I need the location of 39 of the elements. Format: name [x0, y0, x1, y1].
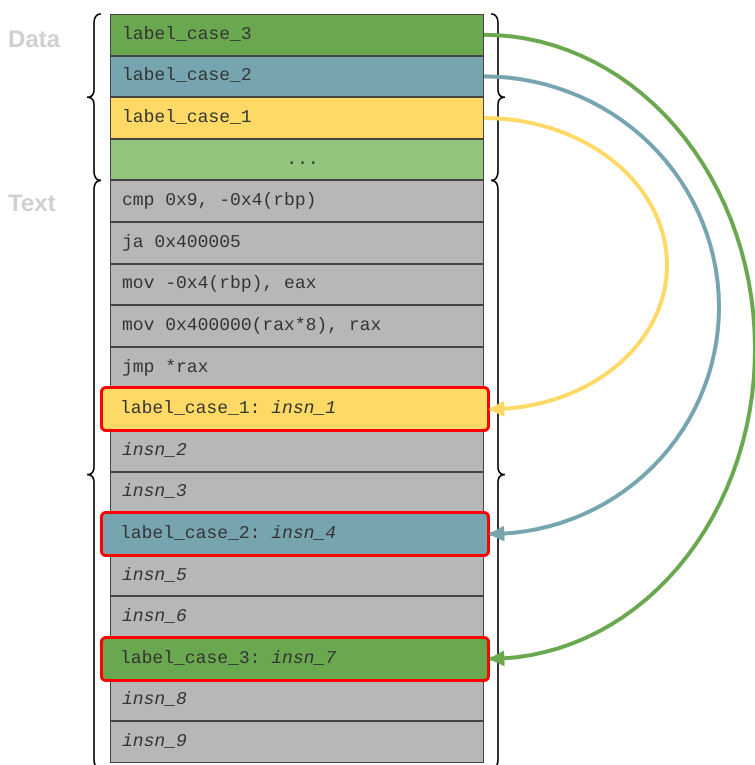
instruction-text: label_case_2	[122, 66, 252, 86]
arrow	[484, 116, 669, 417]
highlighted-memory-row	[100, 636, 490, 682]
instruction-text: ja 0x400005	[122, 232, 241, 253]
memory-row	[110, 596, 484, 638]
instruction-text: insn_2	[122, 440, 187, 461]
instruction-text: insn_3	[122, 482, 187, 502]
memory-row	[110, 56, 484, 98]
memory-row	[110, 430, 484, 472]
memory-row	[110, 180, 484, 222]
highlighted-memory-row	[100, 386, 490, 432]
highlighted-memory-row	[100, 511, 490, 557]
memory-row	[110, 554, 484, 596]
instruction-text: insn_6	[122, 607, 187, 628]
instruction-text: cmp 0x9, -0x4(rbp)	[122, 191, 316, 212]
instruction-text: label_case_1	[122, 108, 252, 128]
memory-row	[110, 14, 484, 56]
arrow	[484, 32, 755, 666]
instruction-text: mov -0x4(rbp), eax	[122, 274, 316, 294]
instruction-text: label_case_1: insn_1	[120, 399, 336, 420]
arrow	[484, 74, 721, 542]
memory-row	[110, 222, 484, 264]
instruction-text: mov 0x400000(rax*8), rax	[122, 316, 382, 336]
memory-row	[110, 680, 484, 722]
instruction-text: label_case_3	[122, 24, 252, 45]
memory-row	[110, 264, 484, 306]
instruction-text: ...	[286, 150, 319, 170]
instruction-text: label_case_3: insn_7	[120, 648, 336, 669]
memory-row	[110, 721, 484, 763]
instruction-text: insn_5	[122, 566, 187, 586]
memory-row	[110, 305, 484, 347]
instruction-text: jmp *rax	[122, 358, 208, 378]
memory-row	[110, 138, 484, 180]
memory-row	[110, 97, 484, 139]
instruction-text: insn_9	[122, 732, 187, 752]
memory-row	[110, 472, 484, 514]
instruction-text: label_case_2: insn_4	[120, 524, 336, 544]
memory-row	[110, 346, 484, 388]
instruction-text: insn_8	[122, 690, 187, 710]
